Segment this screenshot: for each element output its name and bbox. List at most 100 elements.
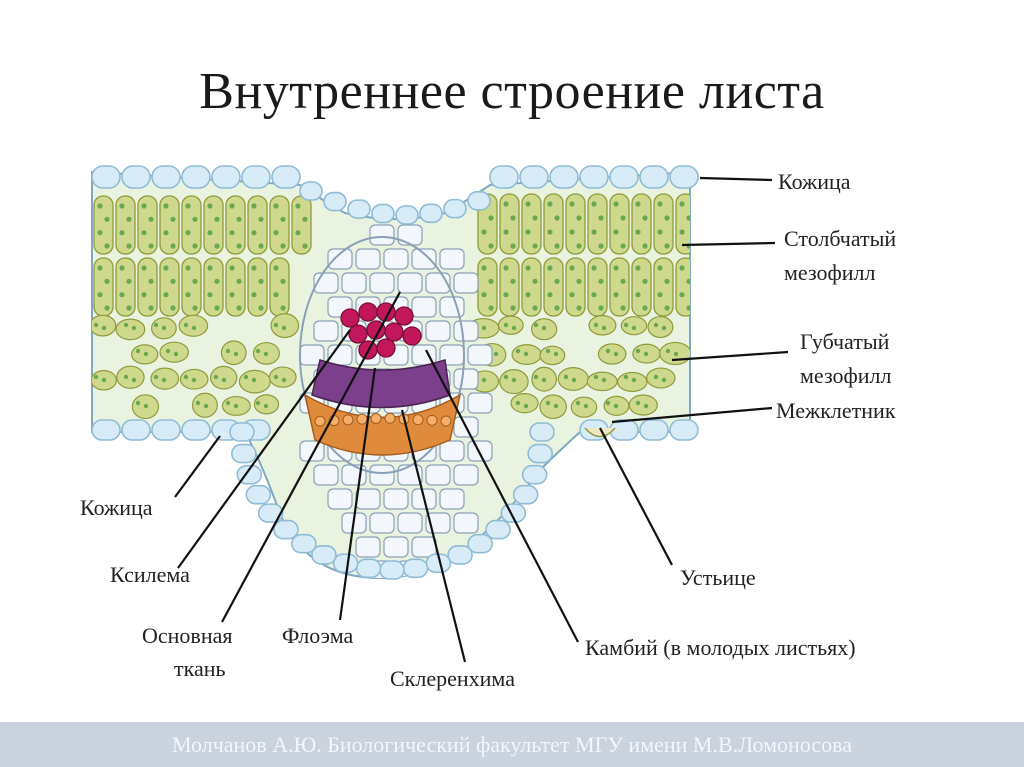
chloroplast <box>613 229 619 235</box>
ground-tissue-cell <box>355 536 381 558</box>
epidermis-cells <box>91 165 699 580</box>
chloroplast <box>547 201 553 207</box>
xylem-vessel <box>358 302 378 322</box>
ground-tissue-cell <box>397 512 423 534</box>
chloroplast <box>207 230 213 236</box>
chloroplast <box>97 203 103 209</box>
epidermis-cell <box>395 205 419 225</box>
phloem-cell <box>412 414 424 426</box>
phloem-cell <box>356 413 368 425</box>
epidermis-cell <box>121 419 151 441</box>
palisade-cell <box>115 195 136 255</box>
palisade-cell <box>137 195 158 255</box>
ground-tissue-cell <box>397 224 423 246</box>
chloroplast <box>583 403 589 409</box>
chloroplast <box>510 215 516 221</box>
chloroplast <box>525 201 531 207</box>
chloroplast <box>255 348 261 354</box>
chloroplast <box>686 305 690 311</box>
chloroplast <box>571 377 577 383</box>
spongy-cell <box>628 394 658 416</box>
spongy-cell <box>647 315 674 339</box>
palisade-cell <box>499 193 520 255</box>
epidermis-cell <box>467 533 493 554</box>
chloroplast <box>481 265 487 271</box>
ground-tissue-cell <box>425 464 451 486</box>
chloroplast <box>191 325 197 331</box>
chloroplast <box>569 292 575 298</box>
chloroplast <box>302 243 308 249</box>
spongy-cell <box>586 371 618 392</box>
chloroplast <box>620 278 626 284</box>
chloroplast <box>510 305 516 311</box>
chloroplast <box>576 215 582 221</box>
epidermis-cell <box>379 560 405 580</box>
epidermis-cell <box>467 191 491 211</box>
palisade-cell <box>247 257 268 317</box>
chloroplast <box>532 243 538 249</box>
chloroplast <box>236 216 242 222</box>
chloroplast <box>503 374 509 380</box>
chloroplast <box>525 292 531 298</box>
palisade-cell <box>159 195 180 255</box>
palisade-cell <box>291 195 312 255</box>
ground-tissue-cell <box>467 440 493 462</box>
chloroplast <box>598 243 604 249</box>
chloroplast <box>547 292 553 298</box>
spongy-cell <box>116 365 145 389</box>
chloroplast <box>533 322 539 328</box>
chloroplast <box>185 265 191 271</box>
epidermis-cell <box>299 181 323 201</box>
epidermis-cell <box>669 419 699 441</box>
epidermis-cell <box>311 545 337 565</box>
chloroplast <box>236 278 242 284</box>
ground-tissue-cell <box>369 464 395 486</box>
chloroplast <box>503 292 509 298</box>
chloroplast <box>481 292 487 298</box>
chloroplast <box>119 292 125 298</box>
label-sclerenchyma: Склеренхима <box>390 666 515 691</box>
palisade-cell <box>225 257 246 317</box>
ground-tissue-cell <box>453 368 479 390</box>
epidermis-cell <box>211 165 241 189</box>
chloroplast <box>280 243 286 249</box>
epidermis-cell <box>121 165 151 189</box>
chloroplast <box>523 351 529 357</box>
palisade-cell <box>543 257 564 317</box>
spongy-cell <box>539 345 566 366</box>
chloroplast <box>657 229 663 235</box>
label-stomata: Устьице <box>680 565 756 590</box>
ground-tissue-cell <box>313 320 339 342</box>
chloroplast <box>273 322 279 328</box>
chloroplast <box>661 377 667 383</box>
chloroplast <box>126 216 132 222</box>
phloem-zone <box>303 393 462 456</box>
chloroplast <box>576 243 582 249</box>
leader-sclerenchyma <box>400 409 467 663</box>
label-spongy-line2: мезофилл <box>800 363 892 388</box>
label-epidermis-right: Кожица <box>778 169 851 194</box>
chloroplast <box>229 203 235 209</box>
chloroplast <box>214 216 220 222</box>
palisade-cell <box>269 257 290 317</box>
chloroplast <box>280 305 286 311</box>
label-ground-line1: Основная <box>142 623 232 648</box>
chloroplast <box>148 216 154 222</box>
chloroplast <box>563 374 569 380</box>
chloroplast <box>523 403 529 409</box>
epidermis-cell <box>549 165 579 189</box>
chloroplast <box>613 351 619 357</box>
chloroplast <box>195 400 201 406</box>
spongy-cell <box>220 340 247 366</box>
chloroplast <box>601 325 607 331</box>
spongy-cell <box>210 365 238 390</box>
chloroplast <box>97 265 103 271</box>
leader-cambium <box>425 349 579 643</box>
chloroplast <box>258 243 264 249</box>
chloroplast <box>104 278 110 284</box>
palisade-cell <box>115 257 136 317</box>
spongy-cell <box>270 313 300 339</box>
palisade-cell <box>93 195 114 255</box>
palisade-cell <box>203 257 224 317</box>
label-spongy-line1: Губчатый <box>800 329 890 354</box>
